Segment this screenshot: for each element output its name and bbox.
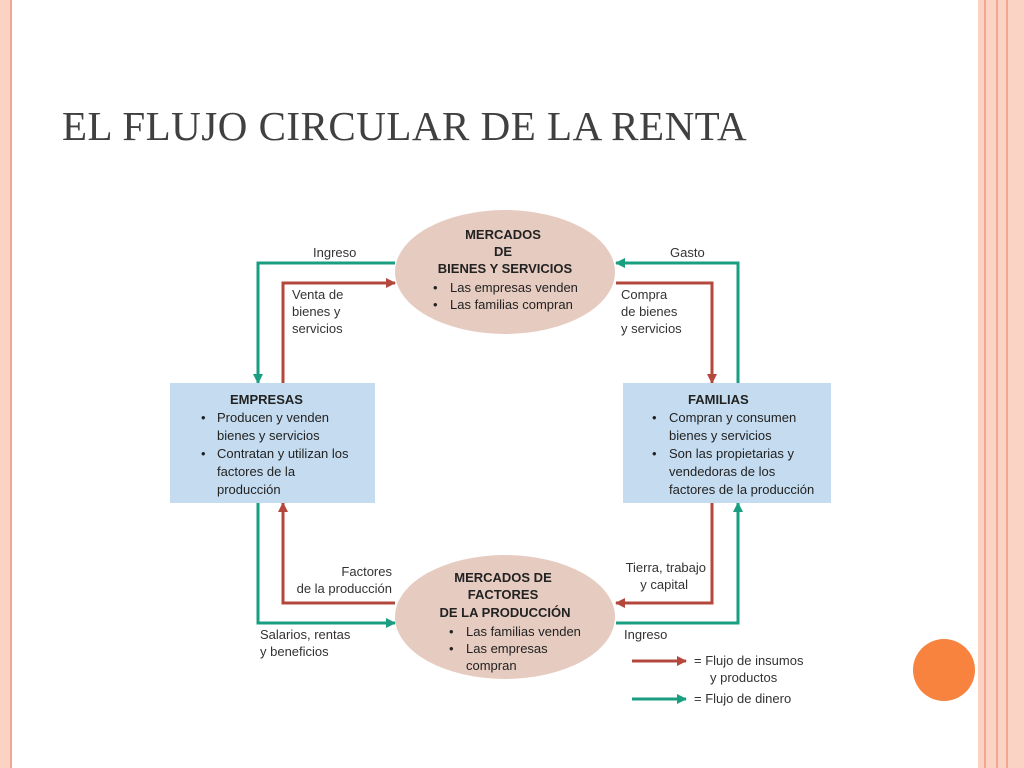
left-border-line [10,0,12,768]
label-ingreso-top: Ingreso [313,245,356,260]
factor-market-ellipse [395,555,615,679]
factor-market-bullet-2: • [449,641,454,656]
households-item-3: Son las propietarias y [669,446,795,461]
label-tierra-line-1: Tierra, trabajo [626,560,706,575]
slide-title: EL FLUJO CIRCULAR DE LA RENTA [62,103,748,149]
label-factores-line-2: de la producción [297,581,392,596]
money-flow-ingreso-top [253,261,395,384]
label-venta-line-1: Venta de [292,287,343,302]
firms-item-4: factores de la [217,464,296,479]
households-item-5: factores de la producción [669,482,814,497]
money-flow-salarios [256,503,396,628]
factor-market-title-line-3: DE LA PRODUCCIÓN [440,605,571,620]
firms-title: EMPRESAS [230,392,303,407]
money-flow-gasto [615,258,740,383]
product-flow-tierra [615,503,714,608]
label-venta-line-3: servicios [292,321,343,336]
households-bullet-2: • [652,446,657,461]
decorative-circle [913,639,975,701]
product-flow-compra [616,281,717,384]
households-item-1: Compran y consumen [669,410,796,425]
factor-market-title-line-1: MERCADOS DE [454,570,552,585]
label-compra-line-2: de bienes [621,304,678,319]
goods-market-title-line-3: BIENES Y SERVICIOS [438,261,573,276]
goods-market-bullet-1: • [433,280,438,295]
right-border [978,0,1024,768]
legend-product-line-1: = Flujo de insumos [694,653,804,668]
households-box [623,383,831,503]
firms-bullet-1: • [201,410,206,425]
goods-market-bullet-2: • [433,297,438,312]
label-salarios-line-2: y beneficios [260,644,329,659]
factor-market-item-1: Las familias venden [466,624,581,639]
firms-box [170,383,375,503]
factor-market-title-line-2: FACTORES [468,587,539,602]
factor-market-bullet-1: • [449,624,454,639]
label-venta-line-2: bienes y [292,304,341,319]
households-title: FAMILIAS [688,392,749,407]
firms-bullet-2: • [201,446,206,461]
label-factores-line-1: Factores [341,564,392,579]
goods-market-item-2: Las familias compran [450,297,573,312]
label-salarios-line-1: Salarios, rentas [260,627,351,642]
legend-money-label: = Flujo de dinero [694,691,791,706]
firms-item-1: Producen y venden [217,410,329,425]
label-gasto: Gasto [670,245,705,260]
factor-market-item-3: compran [466,658,517,673]
goods-market-ellipse [395,210,615,334]
households-bullet-1: • [652,410,657,425]
label-compra-line-1: Compra [621,287,668,302]
label-tierra-line-2: y capital [640,577,688,592]
product-flow-venta [281,278,396,383]
goods-market-item-1: Las empresas venden [450,280,578,295]
firms-item-2: bienes y servicios [217,428,320,443]
factor-market-item-2: Las empresas [466,641,548,656]
money-flow-ingreso-bottom [616,502,743,625]
goods-market-title-line-1: MERCADOS [465,227,541,242]
label-ingreso-bottom: Ingreso [624,627,667,642]
firms-item-3: Contratan y utilizan los [217,446,349,461]
label-compra-line-3: y servicios [621,321,682,336]
legend-product-line-2: y productos [710,670,778,685]
firms-item-5: producción [217,482,281,497]
product-flow-factores [278,502,395,605]
households-item-2: bienes y servicios [669,428,772,443]
households-item-4: vendedoras de los [669,464,776,479]
goods-market-title-line-2: DE [494,244,512,259]
left-border [0,0,10,768]
